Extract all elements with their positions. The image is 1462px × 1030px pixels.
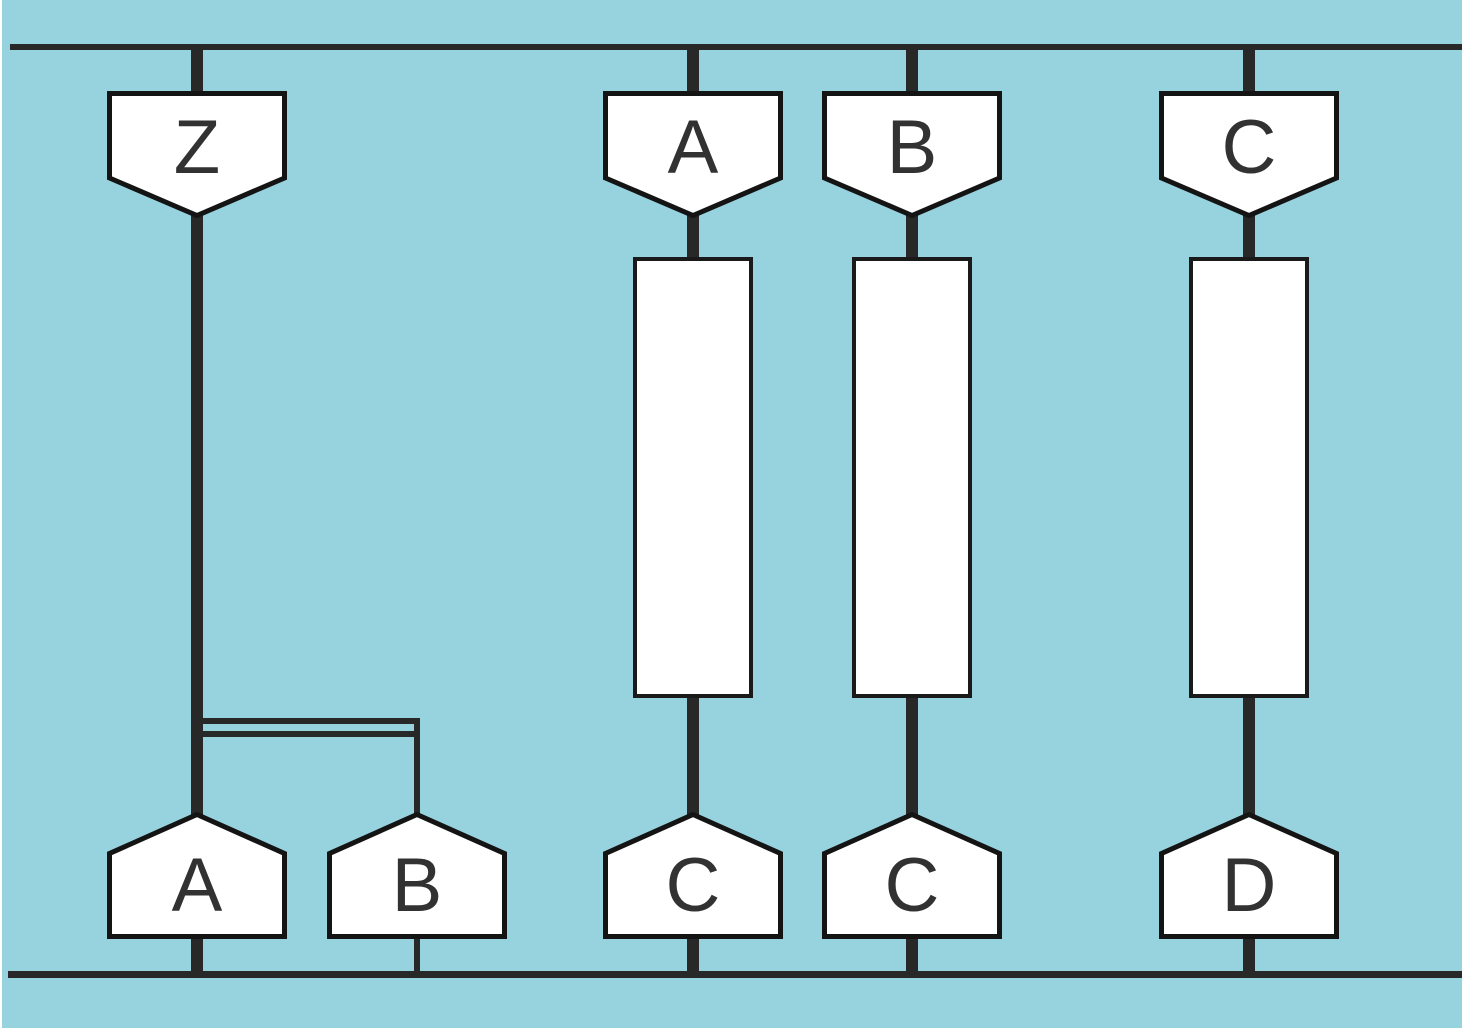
pentagon-down-shape: Z bbox=[107, 91, 287, 218]
pentagon-down-shape: C bbox=[1159, 91, 1339, 218]
column-box-b bbox=[852, 257, 972, 698]
pentagon-up-shape: B bbox=[327, 812, 507, 939]
pentagon-up-shape: D bbox=[1159, 812, 1339, 939]
link-box-to-bottom-c2 bbox=[906, 694, 918, 816]
link-c-to-box bbox=[1243, 212, 1255, 262]
bottom-node-b: B bbox=[327, 812, 507, 939]
node-label: B bbox=[392, 843, 443, 928]
top-node-c: C bbox=[1159, 91, 1339, 218]
z-descent-line bbox=[191, 212, 203, 816]
drop-line-top-a bbox=[687, 46, 699, 96]
top-node-z: Z bbox=[107, 91, 287, 218]
drop-line-bottom-a bbox=[191, 936, 203, 974]
node-label: A bbox=[668, 105, 719, 190]
column-box-a bbox=[633, 257, 753, 698]
link-a-to-box bbox=[687, 212, 699, 262]
bottom-node-c2: C bbox=[822, 812, 1002, 939]
node-label: B bbox=[887, 105, 938, 190]
node-label: C bbox=[885, 843, 940, 928]
link-box-to-bottom-d bbox=[1243, 694, 1255, 816]
node-label: C bbox=[1222, 105, 1277, 190]
pentagon-up-shape: A bbox=[107, 812, 287, 939]
drop-line-top-b bbox=[906, 46, 918, 96]
pentagon-up-shape: C bbox=[603, 812, 783, 939]
node-label: C bbox=[666, 843, 721, 928]
top-node-a: A bbox=[603, 91, 783, 218]
drop-line-bottom-c1 bbox=[687, 936, 699, 974]
drop-line-bottom-d bbox=[1243, 936, 1255, 974]
drop-line-top-z bbox=[191, 46, 203, 96]
branch-double-line-lower bbox=[203, 731, 419, 737]
node-label: D bbox=[1222, 843, 1277, 928]
pentagon-down-shape: B bbox=[822, 91, 1002, 218]
pentagon-up-shape: C bbox=[822, 812, 1002, 939]
bottom-node-d: D bbox=[1159, 812, 1339, 939]
bottom-node-c1: C bbox=[603, 812, 783, 939]
drop-line-top-c bbox=[1243, 46, 1255, 96]
pentagon-down-shape: A bbox=[603, 91, 783, 218]
link-box-to-bottom-c1 bbox=[687, 694, 699, 816]
drop-line-bottom-b bbox=[414, 936, 420, 974]
top-node-b: B bbox=[822, 91, 1002, 218]
drop-line-bottom-c2 bbox=[906, 936, 918, 974]
column-box-c bbox=[1189, 257, 1309, 698]
node-label: A bbox=[172, 843, 223, 928]
top-bus-line bbox=[10, 44, 1462, 50]
branch-double-line-upper bbox=[203, 718, 419, 724]
link-b-to-box bbox=[906, 212, 918, 262]
bottom-bus-line bbox=[8, 971, 1462, 978]
branch-vertical-line bbox=[414, 718, 420, 815]
node-label: Z bbox=[174, 105, 220, 190]
bottom-node-a: A bbox=[107, 812, 287, 939]
